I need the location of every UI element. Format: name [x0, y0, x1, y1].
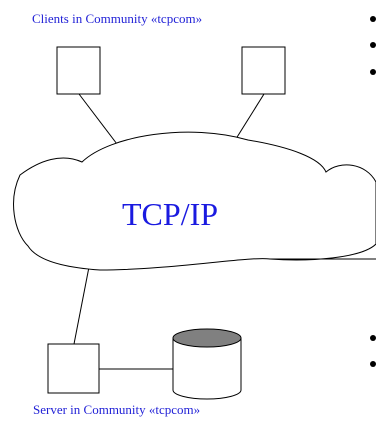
client-1-connector: [78, 93, 121, 149]
bullet-icon: [370, 335, 376, 341]
database-icon: [172, 328, 242, 400]
client-node-2: [241, 46, 286, 95]
server-node: [47, 343, 100, 394]
bullet-icon: [370, 361, 376, 367]
server-connector: [73, 266, 90, 345]
client-node-1: [56, 46, 101, 95]
client-2-connector: [233, 93, 265, 143]
bullet-icon: [370, 42, 376, 48]
bullet-icon: [370, 69, 376, 75]
network-label: TCP/IP: [122, 196, 219, 232]
server-label: Server in Community «tcpcom»: [33, 402, 201, 417]
bullet-icon: [370, 16, 376, 22]
clients-label: Clients in Community «tcpcom»: [32, 11, 203, 26]
